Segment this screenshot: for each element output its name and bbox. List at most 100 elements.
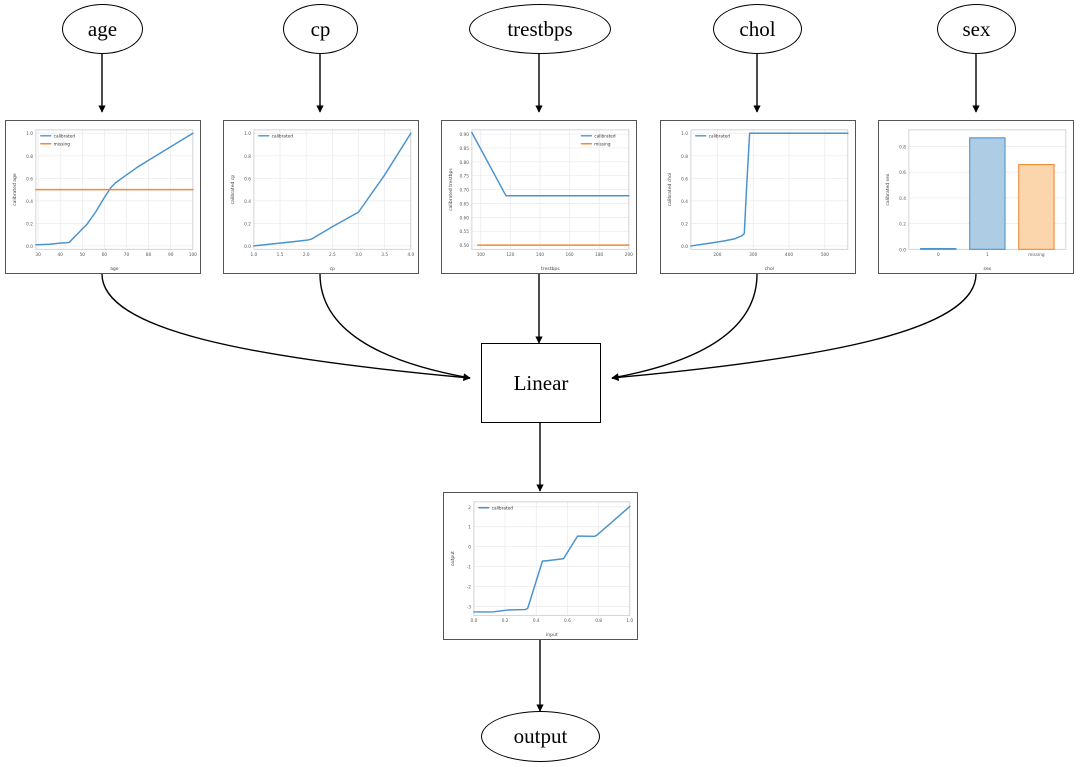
svg-text:0.75: 0.75 xyxy=(459,174,469,179)
svg-text:calibrated: calibrated xyxy=(54,133,76,138)
svg-text:0.0: 0.0 xyxy=(244,244,251,249)
svg-text:0.2: 0.2 xyxy=(244,221,251,226)
svg-text:140: 140 xyxy=(536,252,544,257)
node-output[interactable]: output xyxy=(481,711,600,762)
svg-text:-1: -1 xyxy=(467,565,472,570)
svg-text:160: 160 xyxy=(566,252,574,257)
svg-text:0.8: 0.8 xyxy=(244,154,251,159)
svg-text:0.4: 0.4 xyxy=(533,618,540,623)
svg-text:trestbps: trestbps xyxy=(541,266,560,272)
edge-sex-chart-to-linear xyxy=(611,273,977,382)
svg-text:output: output xyxy=(450,551,456,566)
svg-text:0.2: 0.2 xyxy=(681,221,688,226)
svg-text:0.80: 0.80 xyxy=(459,160,469,165)
node-chol-label: chol xyxy=(739,16,776,41)
edge-age-chart-to-linear xyxy=(101,273,471,382)
node-cp[interactable]: cp xyxy=(283,4,358,54)
svg-text:1.0: 1.0 xyxy=(26,131,33,136)
svg-text:0.0: 0.0 xyxy=(26,244,33,249)
svg-text:0.4: 0.4 xyxy=(681,199,688,204)
svg-text:1: 1 xyxy=(986,252,989,257)
svg-text:2: 2 xyxy=(468,505,471,510)
svg-text:calibrated: calibrated xyxy=(709,133,731,138)
svg-text:0.6: 0.6 xyxy=(899,170,906,175)
svg-text:70: 70 xyxy=(124,252,130,257)
svg-text:0.8: 0.8 xyxy=(26,154,33,159)
plot-card-sex[interactable]: 0.0 0.2 0.4 0.6 0.8 0 1 missing sex calibrated se… xyxy=(878,120,1074,274)
svg-text:4.0: 4.0 xyxy=(407,252,414,257)
node-sex-label: sex xyxy=(962,16,991,41)
svg-text:calibrated age: calibrated age xyxy=(12,173,18,206)
node-age[interactable]: age xyxy=(62,4,143,54)
svg-text:0.55: 0.55 xyxy=(459,229,469,234)
svg-text:sex: sex xyxy=(983,267,991,272)
svg-text:chol: chol xyxy=(765,266,774,272)
svg-text:0.4: 0.4 xyxy=(26,199,33,204)
svg-text:3.5: 3.5 xyxy=(381,252,388,257)
svg-text:calibrated: calibrated xyxy=(492,505,514,510)
svg-text:calibrated trestbps: calibrated trestbps xyxy=(448,168,454,211)
svg-text:0.4: 0.4 xyxy=(899,196,906,201)
svg-text:0.2: 0.2 xyxy=(899,222,906,227)
svg-text:0.0: 0.0 xyxy=(899,247,906,252)
svg-text:2.0: 2.0 xyxy=(303,252,310,257)
node-trestbps-label: trestbps xyxy=(507,16,573,41)
svg-text:calibrated: calibrated xyxy=(272,133,294,138)
svg-text:200: 200 xyxy=(713,252,721,257)
svg-text:1.0: 1.0 xyxy=(681,131,688,136)
svg-text:0.2: 0.2 xyxy=(26,221,33,226)
svg-text:calibrated chol: calibrated chol xyxy=(667,173,673,207)
svg-text:1.0: 1.0 xyxy=(244,131,251,136)
svg-text:calibrated cp: calibrated cp xyxy=(230,175,236,205)
svg-text:0: 0 xyxy=(468,545,471,550)
node-sex[interactable]: sex xyxy=(937,4,1016,54)
svg-text:0.0: 0.0 xyxy=(471,618,478,623)
svg-text:180: 180 xyxy=(595,252,603,257)
svg-text:1.0: 1.0 xyxy=(251,252,258,257)
svg-text:100: 100 xyxy=(477,252,485,257)
edge-cp-chart-to-linear xyxy=(319,273,471,381)
svg-text:calibrated sex: calibrated sex xyxy=(885,173,891,205)
svg-text:0.2: 0.2 xyxy=(502,618,509,623)
svg-text:missing: missing xyxy=(54,141,71,146)
svg-text:0.6: 0.6 xyxy=(564,618,571,623)
node-output-label: output xyxy=(513,724,568,748)
svg-text:200: 200 xyxy=(625,252,633,257)
svg-text:90: 90 xyxy=(168,252,174,257)
node-chol[interactable]: chol xyxy=(713,4,802,54)
svg-text:80: 80 xyxy=(146,252,152,257)
svg-text:missing: missing xyxy=(594,141,611,146)
node-linear[interactable]: Linear xyxy=(481,343,601,423)
svg-text:0.8: 0.8 xyxy=(595,618,602,623)
svg-text:age: age xyxy=(110,267,119,272)
svg-text:-2: -2 xyxy=(467,584,472,589)
svg-text:0.4: 0.4 xyxy=(244,199,251,204)
svg-text:2.5: 2.5 xyxy=(329,252,336,257)
svg-text:0: 0 xyxy=(937,252,940,257)
svg-text:0.50: 0.50 xyxy=(459,243,469,248)
svg-text:400: 400 xyxy=(785,252,793,257)
svg-text:missing: missing xyxy=(1028,252,1045,257)
node-trestbps[interactable]: trestbps xyxy=(469,4,611,54)
svg-text:120: 120 xyxy=(506,252,514,257)
svg-text:0.6: 0.6 xyxy=(26,176,33,181)
node-linear-label: Linear xyxy=(513,370,569,395)
svg-text:cp: cp xyxy=(330,267,335,272)
svg-text:0.8: 0.8 xyxy=(899,145,906,150)
svg-text:0.6: 0.6 xyxy=(244,176,251,181)
svg-text:40: 40 xyxy=(58,252,64,257)
svg-text:0.0: 0.0 xyxy=(681,244,688,249)
svg-text:1.0: 1.0 xyxy=(626,618,633,623)
node-cp-label: cp xyxy=(310,16,331,41)
svg-text:30: 30 xyxy=(35,252,41,257)
